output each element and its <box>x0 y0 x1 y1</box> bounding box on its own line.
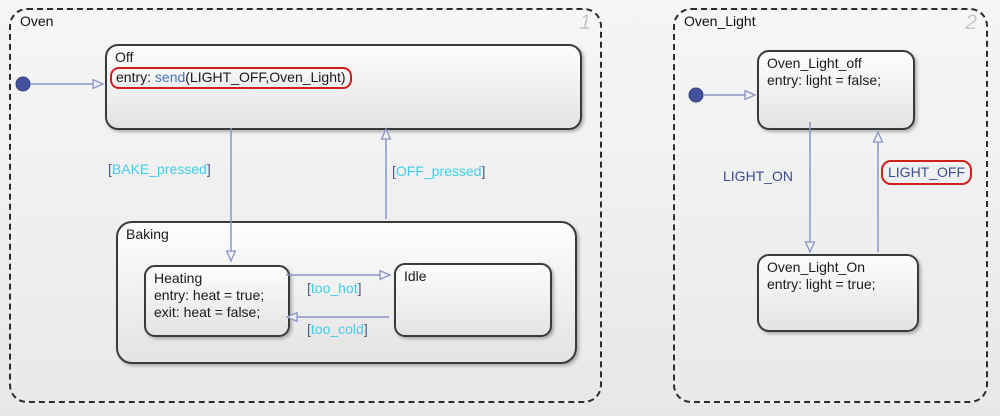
bracket-close: ] <box>357 280 362 296</box>
entry-args-text: (LIGHT_OFF,Oven_Light) <box>185 69 346 85</box>
state-heating-entry: entry: heat = true; <box>154 287 265 303</box>
state-baking[interactable]: Baking Heating entry: heat = true; exit:… <box>116 221 577 364</box>
state-oven-light-on-entry: entry: light = true; <box>767 276 876 292</box>
state-oven-light-on-title: Oven_Light_On <box>767 259 866 275</box>
state-oven-light-off[interactable]: Oven_Light_off entry: light = false; <box>757 50 915 130</box>
bracket-close: ] <box>481 163 486 179</box>
state-off[interactable]: Off entry: send(LIGHT_OFF,Oven_Light) <box>105 44 582 130</box>
state-oven-light-off-title: Oven_Light_off <box>767 55 862 71</box>
transition-label-off-pressed[interactable]: [OFF_pressed] <box>392 163 485 179</box>
transition-label-too-cold[interactable]: [too_cold] <box>307 321 368 337</box>
state-idle-title: Idle <box>404 268 427 284</box>
highlight-box-light-off: LIGHT_OFF <box>881 160 973 185</box>
condition-text: too_cold <box>310 321 364 337</box>
oven-state-title: Oven <box>20 13 54 29</box>
transition-label-bake-pressed[interactable]: [BAKE_pressed] <box>108 161 211 177</box>
state-oven-light-on[interactable]: Oven_Light_On entry: light = true; <box>757 254 919 332</box>
state-heating-exit: exit: heat = false; <box>154 304 261 320</box>
condition-text: too_hot <box>310 280 358 296</box>
transition-label-light-on[interactable]: LIGHT_ON <box>723 168 794 184</box>
condition-text: OFF_pressed <box>395 163 482 179</box>
bracket-open: [ <box>307 280 311 296</box>
state-oven-light-off-entry: entry: light = false; <box>767 72 882 88</box>
bracket-open: [ <box>108 161 112 177</box>
oven-execution-order: 1 <box>579 11 591 34</box>
bracket-close: ] <box>363 321 368 337</box>
entry-prefix-text: entry: <box>116 69 155 85</box>
transition-label-too-hot[interactable]: [too_hot] <box>307 280 362 296</box>
state-idle[interactable]: Idle <box>394 263 552 337</box>
parallel-state-oven-light[interactable]: Oven_Light 2 Oven_Light_off entry: light… <box>673 8 988 403</box>
parallel-state-oven[interactable]: Oven 1 Off entry: send(LIGHT_OFF,Oven_Li… <box>9 8 602 403</box>
state-baking-title: Baking <box>126 226 169 242</box>
state-heating-title: Heating <box>154 270 203 286</box>
send-keyword-text: send <box>154 69 186 85</box>
state-off-title: Off <box>115 49 134 65</box>
oven-light-execution-order: 2 <box>965 11 977 34</box>
state-heating[interactable]: Heating entry: heat = true; exit: heat =… <box>144 265 290 337</box>
condition-text: BAKE_pressed <box>111 161 207 177</box>
bracket-open: [ <box>392 163 396 179</box>
transition-label-light-off-highlighted[interactable]: LIGHT_OFF <box>881 160 973 185</box>
oven-light-state-title: Oven_Light <box>684 13 756 29</box>
highlighted-entry-action[interactable]: entry: send(LIGHT_OFF,Oven_Light) <box>110 67 352 89</box>
bracket-close: ] <box>206 161 211 177</box>
bracket-open: [ <box>307 321 311 337</box>
